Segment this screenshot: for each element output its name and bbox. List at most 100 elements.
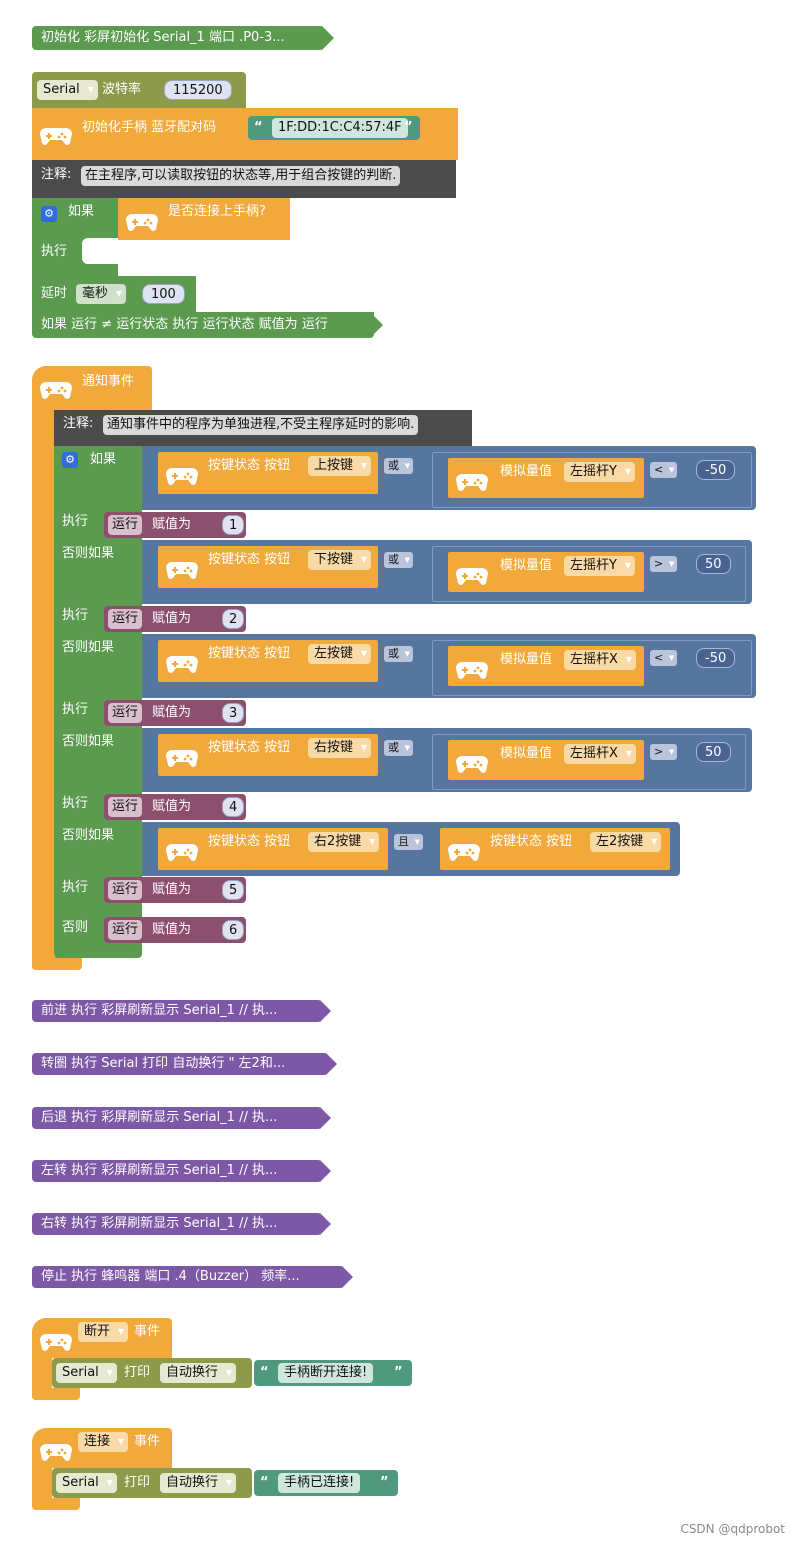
serial-var-dropdown[interactable]: Serial▼ (37, 80, 98, 100)
run-var-field[interactable]: 运行 (108, 609, 143, 629)
button-dropdown[interactable]: 左按键▼ (308, 644, 372, 664)
button-dropdown[interactable]: 下按键▼ (308, 550, 372, 570)
function-block-right[interactable]: 右转 执行 彩屏刷新显示 Serial_1 // 执... (32, 1213, 322, 1235)
or-dropdown[interactable]: 或▼ (384, 740, 413, 756)
function-label: 转圈 执行 Serial 打印 自动换行 " 左2和... (41, 1056, 286, 1071)
print-mode-dropdown[interactable]: 自动换行▼ (160, 1473, 237, 1493)
function-block-forward[interactable]: 前进 执行 彩屏刷新显示 Serial_1 // 执... (32, 1000, 322, 1022)
run-var-field[interactable]: 运行 (108, 515, 143, 535)
button-dropdown[interactable]: 右按键▼ (308, 738, 372, 758)
button-text: 上按键 (314, 458, 354, 473)
analog-block-4[interactable]: 模拟量值 左摇杆X▼ (448, 740, 644, 780)
notify-event-block[interactable]: 通知事件 (32, 366, 152, 410)
run-var-field[interactable]: 运行 (108, 703, 143, 723)
connect-event-block[interactable]: 连接▼ 事件 (32, 1428, 172, 1468)
assign-block-4[interactable]: 运行 赋值为 4 (104, 794, 246, 820)
button-dropdown[interactable]: 左2按键▼ (590, 832, 662, 852)
message-input[interactable]: 手柄断开连接! (278, 1363, 374, 1383)
function-block-spin[interactable]: 转圈 执行 Serial 打印 自动换行 " 左2和... (32, 1053, 328, 1075)
assign-value[interactable]: 5 (222, 880, 245, 900)
analog-block-3[interactable]: 模拟量值 左摇杆X▼ (448, 646, 644, 686)
btn-state-block-4[interactable]: 按键状态 按钮 右按键▼ (158, 734, 378, 776)
analog-label: 模拟量值 (500, 652, 553, 667)
assign-block-2[interactable]: 运行 赋值为 2 (104, 606, 246, 632)
threshold-input[interactable]: -50 (696, 460, 736, 480)
operator-dropdown[interactable]: >▼ (650, 556, 678, 572)
serial-print-block[interactable]: Serial▼ 打印 自动换行▼ (52, 1358, 252, 1388)
disconnect-event-block[interactable]: 断开▼ 事件 (32, 1318, 172, 1358)
or-dropdown[interactable]: 或▼ (384, 646, 413, 662)
event-type-dropdown[interactable]: 连接▼ (78, 1432, 129, 1452)
button-dropdown[interactable]: 右2按键▼ (308, 832, 380, 852)
event-label: 事件 (134, 1434, 161, 1449)
connected-check-block[interactable]: 是否连接上手柄? (118, 198, 290, 240)
serial-baud-block[interactable]: Serial▼ 波特率 115200 (32, 72, 246, 108)
delay-block[interactable]: 延时 毫秒▼ 100 (32, 276, 196, 312)
btn-state-block-3[interactable]: 按键状态 按钮 左按键▼ (158, 640, 378, 682)
stick-dropdown[interactable]: 左摇杆X▼ (564, 650, 636, 670)
or-dropdown[interactable]: 或▼ (384, 458, 413, 474)
assign-block-5[interactable]: 运行 赋值为 5 (104, 877, 246, 903)
assign-value[interactable]: 3 (222, 703, 245, 723)
analog-block-2[interactable]: 模拟量值 左摇杆Y▼ (448, 552, 644, 592)
delay-unit-dropdown[interactable]: 毫秒▼ (76, 284, 127, 304)
gear-icon[interactable]: ⚙ (62, 452, 78, 468)
baud-input[interactable]: 115200 (164, 80, 232, 100)
button-dropdown[interactable]: 上按键▼ (308, 456, 372, 476)
assign-value[interactable]: 1 (222, 515, 245, 535)
assign-value[interactable]: 2 (222, 609, 245, 629)
assign-value[interactable]: 4 (222, 797, 245, 817)
run-var-field[interactable]: 运行 (108, 797, 143, 817)
notify-comment-block[interactable]: 注释: 通知事件中的程序为单独进程,不受主程序延时的影响. (54, 410, 472, 446)
serial-print-block[interactable]: Serial▼ 打印 自动换行▼ (52, 1468, 252, 1498)
mac-address-input[interactable]: 1F:DD:1C:C4:57:4F (272, 118, 408, 138)
message-input[interactable]: 手柄已连接! (278, 1473, 361, 1493)
message-text-block[interactable]: “ 手柄断开连接! ” (254, 1360, 412, 1386)
assign-block-3[interactable]: 运行 赋值为 3 (104, 700, 246, 726)
notify-comment-text[interactable]: 通知事件中的程序为单独进程,不受主程序延时的影响. (103, 415, 419, 435)
or-dropdown[interactable]: 或▼ (384, 552, 413, 568)
stick-dropdown[interactable]: 左摇杆Y▼ (564, 462, 635, 482)
watermark: CSDN @qdprobot (680, 1522, 785, 1536)
operator-dropdown[interactable]: <▼ (650, 462, 678, 478)
and-dropdown[interactable]: 且▼ (394, 834, 423, 850)
delay-value-input[interactable]: 100 (142, 284, 185, 304)
gear-icon[interactable]: ⚙ (41, 206, 57, 222)
setup-comment-block[interactable]: 注释: 在主程序,可以读取按钮的状态等,用于组合按键的判断. (32, 160, 456, 198)
if-connected-block[interactable]: ⚙ 如果 执行 (32, 198, 118, 276)
function-block-stop[interactable]: 停止 执行 蜂鸣器 端口 .4（Buzzer） 频率... (32, 1266, 344, 1288)
run-compare-block[interactable]: 如果 运行 ≠ 运行状态 执行 运行状态 赋值为 运行 (32, 312, 374, 338)
assign-block-1[interactable]: 运行 赋值为 1 (104, 512, 246, 538)
threshold-input[interactable]: -50 (696, 648, 736, 668)
serial-var-dropdown[interactable]: Serial▼ (56, 1363, 117, 1383)
gamepad-init-block[interactable]: 初始化手柄 蓝牙配对码 “ 1F:DD:1C:C4:57:4F ” (32, 108, 458, 160)
run-var-field[interactable]: 运行 (108, 920, 143, 940)
gamepad-icon (40, 1334, 72, 1351)
run-var-field[interactable]: 运行 (108, 880, 143, 900)
function-block-back[interactable]: 后退 执行 彩屏刷新显示 Serial_1 // 执... (32, 1107, 322, 1129)
btn-state-block-2[interactable]: 按键状态 按钮 下按键▼ (158, 546, 378, 588)
serial-var-dropdown[interactable]: Serial▼ (56, 1473, 117, 1493)
operator-dropdown[interactable]: >▼ (650, 744, 678, 760)
assign-block-6[interactable]: 运行 赋值为 6 (104, 917, 246, 943)
gamepad-init-label: 初始化手柄 蓝牙配对码 (82, 120, 217, 135)
stick-dropdown[interactable]: 左摇杆X▼ (564, 744, 636, 764)
function-block-left[interactable]: 左转 执行 彩屏刷新显示 Serial_1 // 执... (32, 1160, 322, 1182)
message-text-block[interactable]: “ 手柄已连接! ” (254, 1470, 398, 1496)
assign-value[interactable]: 6 (222, 920, 245, 940)
analog-block-1[interactable]: 模拟量值 左摇杆Y▼ (448, 458, 644, 498)
btn-state-block-5a[interactable]: 按键状态 按钮 右2按键▼ (158, 828, 388, 870)
btn-state-block-1[interactable]: 按键状态 按钮 上按键▼ (158, 452, 378, 494)
notify-event-title: 通知事件 (82, 374, 135, 389)
btn-state-block-5b[interactable]: 按键状态 按钮 左2按键▼ (440, 828, 670, 870)
print-mode-dropdown[interactable]: 自动换行▼ (160, 1363, 237, 1383)
operator-dropdown[interactable]: <▼ (650, 650, 678, 666)
stick-dropdown[interactable]: 左摇杆Y▼ (564, 556, 635, 576)
threshold-input[interactable]: 50 (696, 554, 731, 574)
comment-text[interactable]: 在主程序,可以读取按钮的状态等,用于组合按键的判断. (81, 166, 401, 186)
init-block[interactable]: 初始化 彩屏初始化 Serial_1 端口 .P0-3... (32, 26, 324, 50)
threshold-input[interactable]: 50 (696, 742, 731, 762)
mac-text-block[interactable]: “ 1F:DD:1C:C4:57:4F ” (248, 116, 420, 140)
quote-close: ” (404, 120, 413, 135)
event-type-dropdown[interactable]: 断开▼ (78, 1322, 129, 1342)
